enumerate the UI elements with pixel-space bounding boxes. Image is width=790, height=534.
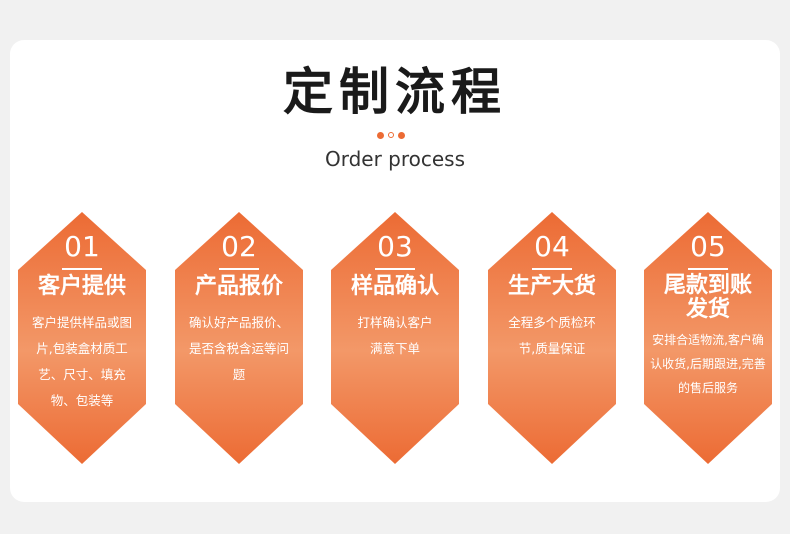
step-number-underline [219, 268, 259, 270]
step-card-5: 05 尾款到账发货 安排合适物流,客户确认收货,后期跟进,完善的售后服务 [644, 212, 772, 464]
step-number: 02 [221, 230, 257, 263]
divider-dot [398, 132, 405, 139]
step-number: 04 [534, 230, 570, 263]
step-hexagon-shape [331, 212, 459, 464]
step-card-1: 01 客户提供 客户提供样品或图片,包装盒材质工艺、尺寸、填充物、包装等 [18, 212, 146, 464]
step-card-4: 04 生产大货 全程多个质检环节,质量保证 [488, 212, 616, 464]
step-number: 05 [690, 230, 726, 263]
step-number: 03 [377, 230, 413, 263]
step-number-underline [375, 268, 415, 270]
step-hexagon-shape [644, 212, 772, 464]
step-description: 确认好产品报价、是否含税含运等问题 [188, 315, 289, 382]
page-title: 定制流程 [283, 63, 507, 121]
step-number-underline [532, 268, 572, 270]
step-card-2: 02 产品报价 确认好产品报价、是否含税含运等问题 [175, 212, 303, 464]
step-title: 产品报价 [194, 274, 283, 299]
step-number-underline [688, 268, 728, 270]
step-description: 客户提供样品或图片,包装盒材质工艺、尺寸、填充物、包装等 [31, 315, 132, 408]
step-description: 安排合适物流,客户确认收货,后期跟进,完善的售后服务 [650, 333, 766, 395]
step-number-underline [62, 268, 102, 270]
step-card-3: 03 样品确认 打样确认客户满意下单 [331, 212, 459, 464]
title-divider-dots [377, 132, 405, 140]
step-title: 样品确认 [350, 274, 439, 299]
step-title: 生产大货 [507, 274, 596, 299]
step-hexagon-shape [175, 212, 303, 464]
step-hexagon-shape [488, 212, 616, 464]
step-title: 客户提供 [37, 274, 126, 299]
step-description: 全程多个质检环节,质量保证 [508, 315, 596, 356]
divider-dot [388, 132, 394, 138]
divider-dot [377, 132, 384, 139]
step-description: 打样确认客户满意下单 [357, 315, 433, 356]
step-title: 尾款到账发货 [664, 273, 753, 322]
step-hexagon-shape [18, 212, 146, 464]
step-number: 01 [64, 230, 100, 263]
page-subtitle: Order process [324, 147, 466, 171]
